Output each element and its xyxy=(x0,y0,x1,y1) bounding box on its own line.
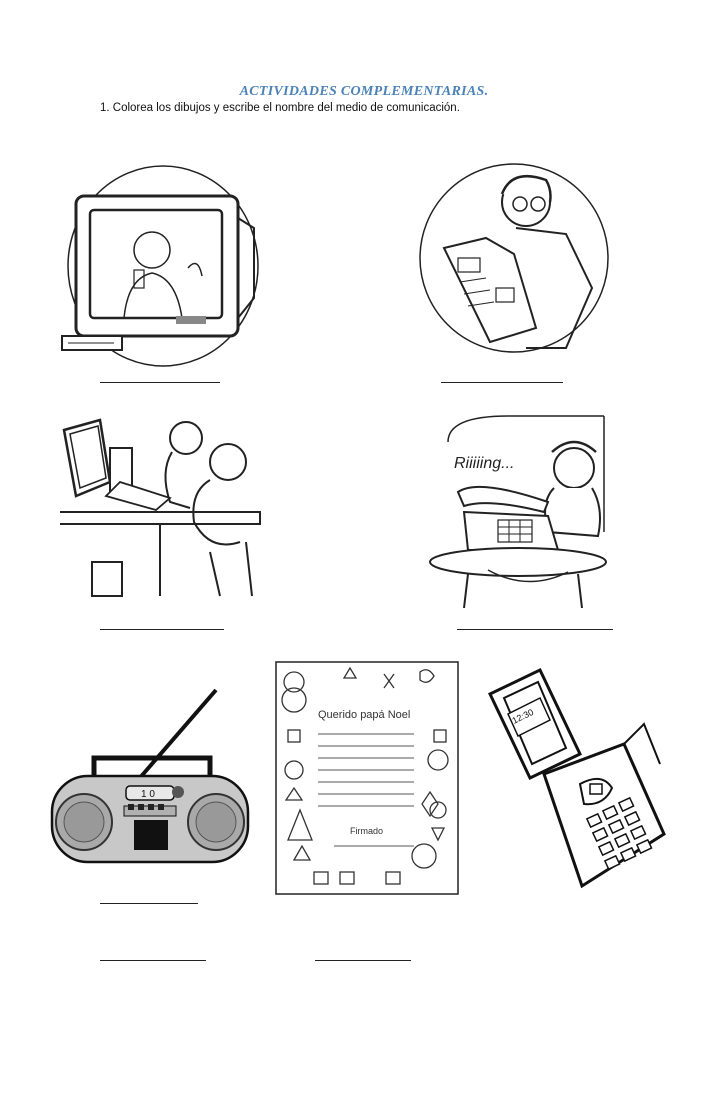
answer-blank-6[interactable] xyxy=(100,960,206,961)
radio-display: 1 0 xyxy=(141,789,155,800)
answer-blank-3[interactable] xyxy=(100,629,224,630)
answer-blank-1[interactable] xyxy=(100,382,220,383)
answer-blank-5[interactable] xyxy=(100,903,198,904)
letter-icon: Querido papá Noel Firmado xyxy=(274,660,460,896)
telephone-girl-icon: Riiiiing... xyxy=(428,412,614,608)
radio-boombox-icon: 1 0 xyxy=(50,686,250,866)
page-title: ACTIVIDADES COMPLEMENTARIAS. xyxy=(239,84,489,99)
television-icon xyxy=(58,158,260,370)
answer-blank-7[interactable] xyxy=(315,960,411,961)
svg-text:Riiiiing...: Riiiiing... xyxy=(454,455,514,472)
answer-blank-4[interactable] xyxy=(457,629,613,630)
letter-signature: Firmado xyxy=(350,826,383,836)
letter-greeting: Querido papá Noel xyxy=(318,709,410,721)
computer-children-icon xyxy=(60,412,262,598)
mobile-phone-icon: 12:30 xyxy=(484,664,668,890)
instruction-text: 1. Colorea los dibujos y escribe el nomb… xyxy=(100,102,460,114)
newspaper-reader-icon xyxy=(416,158,612,370)
answer-blank-2[interactable] xyxy=(441,382,563,383)
